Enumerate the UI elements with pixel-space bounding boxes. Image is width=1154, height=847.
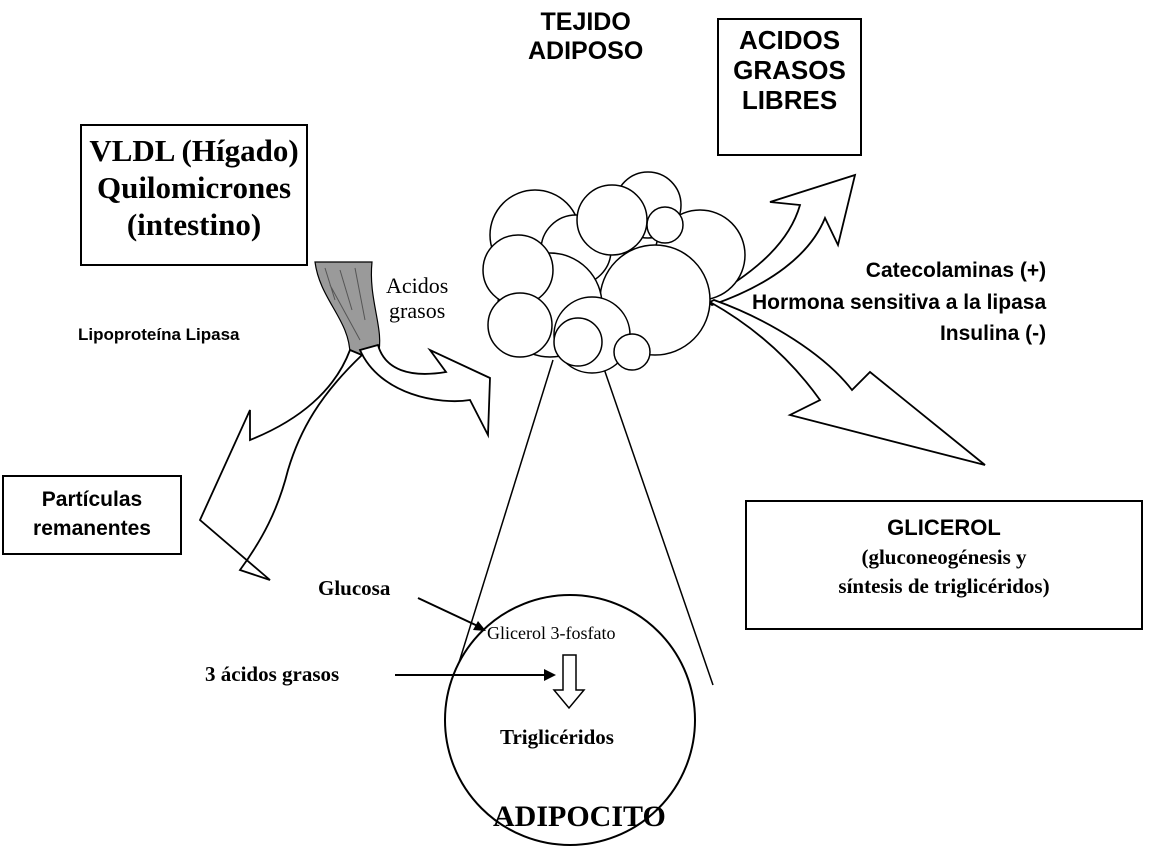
glucose-label: Glucosa [318,576,391,600]
free-fatty-acids-line-3: LIBRES [741,84,838,115]
glucose-arrow [417,597,483,629]
zoom-line-left [451,359,554,686]
glycerol-box: GLICEROL (gluconeogénesis y síntesis de … [745,500,1143,630]
remnant-line-2: remanentes [33,517,151,541]
capillary-texture [324,267,366,341]
chylomicrons-label: Quilomicrones [96,170,292,206]
glycerol-title: GLICEROL [887,515,1001,540]
zoom-line-right [600,359,714,686]
regulators-label: Catecolaminas (+) Hormona sensitiva a la… [752,255,1046,350]
vldl-label: VLDL (Hígado) [89,133,299,168]
triglycerides-label: Triglicéridos [500,725,614,749]
adipocyte-cell [444,594,696,846]
fat-droplet-cluster [482,171,746,374]
to-triglycerides-arrow [552,654,586,710]
remnant-particles-box: Partículas remanentes [2,475,182,555]
lipoprotein-box: VLDL (Hígado) Quilomicrones (intestino) [80,124,308,266]
hormone-sensitive-lipase-label: Hormona sensitiva a la lipasa [752,290,1047,314]
glycerol-line-1: (gluconeogénesis y [861,544,1027,569]
fatty-acids-inner-arrowhead [544,669,556,681]
free-fatty-acids-line-2: GRASOS [733,54,846,85]
fatty-acids-label-line-2: grasos [389,298,446,324]
remnant-arrow [198,348,364,581]
tissue-label: TEJIDO ADIPOSO [528,8,643,66]
free-fatty-acids-box: ACIDOS GRASOS LIBRES [717,18,862,156]
tissue-label-line-2: ADIPOSO [528,36,644,65]
tissue-label-line-1: TEJIDO [540,8,631,36]
free-fatty-acids-arrow [704,173,857,307]
fatty-acids-arrow [358,343,491,439]
glycerol-arrow [708,299,986,466]
three-fatty-acids-label: 3 ácidos grasos [205,662,340,686]
glucose-arrowhead [473,621,486,631]
remnant-line-1: Partículas [41,488,143,511]
glycerol-line-2: síntesis de triglicéridos) [838,573,1050,598]
fatty-acids-label: Acidos grasos [386,273,448,324]
fatty-acids-label-line-1: Acidos [386,273,449,298]
insulin-label: Insulina (-) [939,322,1047,345]
intestine-label: (intestino) [126,207,262,243]
free-fatty-acids-line-1: ACIDOS [738,25,841,55]
glycerol-3-phosphate-label: Glicerol 3-fosfato [487,623,616,643]
enzyme-label: Lipoproteína Lipasa [78,325,240,344]
capillary-shading [314,261,381,356]
catecholamines-label: Catecolaminas (+) [865,259,1047,282]
adipocyte-label: ADIPOCITO [493,800,666,833]
